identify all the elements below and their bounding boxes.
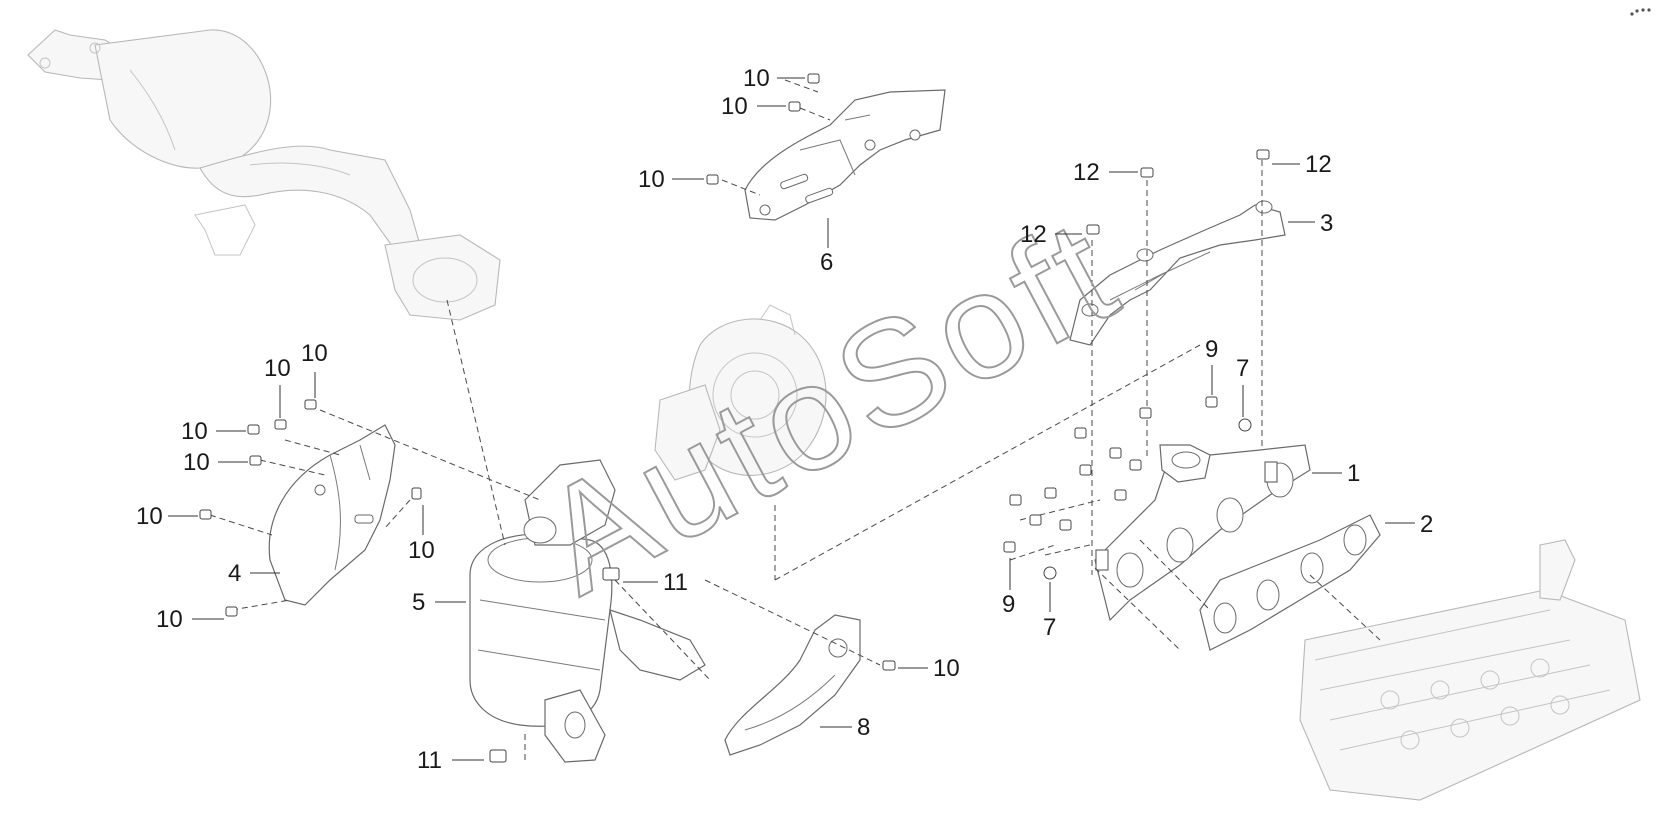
callout-c25: 10 [933,655,960,682]
heat-shield-manifold [1069,200,1286,346]
callout-c26: 8 [857,714,870,741]
callout-c04: 6 [820,249,833,276]
callout-c18: 10 [183,449,210,476]
callout-c16: 10 [264,355,291,382]
callout-c05: 12 [1073,159,1100,186]
catalytic-converter [469,459,706,763]
callout-c12: 2 [1420,511,1433,538]
assembly-guide-lines [209,79,1381,760]
callout-c19: 10 [136,503,163,530]
callout-labels: 10 10 10 6 12 12 12 3 9 7 1 2 9 7 10 10 … [136,65,1433,774]
callout-c07: 12 [1020,221,1047,248]
callout-c14: 7 [1043,614,1056,641]
exhaust-manifold [1094,444,1311,622]
callout-c17: 10 [181,418,208,445]
callout-c09: 9 [1205,336,1218,363]
turbocharger [654,304,827,481]
heat-shield-upper [744,89,946,221]
exhaust-manifold-gasket [1199,514,1381,651]
callout-c23: 5 [412,589,425,616]
callout-c08: 3 [1320,210,1333,237]
heat-shield-left [268,424,396,606]
callout-c21: 4 [228,560,241,587]
fasteners [199,73,1270,763]
corner-mark-icon [1630,8,1651,16]
callout-c02: 10 [721,93,748,120]
callout-c15: 10 [301,340,328,367]
heat-shield-lower [724,614,861,756]
callout-c27: 11 [417,747,442,774]
callout-c24: 11 [663,569,688,596]
callout-c03: 10 [638,166,665,193]
callout-c10: 7 [1236,355,1249,382]
callout-c22: 10 [156,606,183,633]
callout-c11: 1 [1347,460,1360,487]
exhaust-pipe-muffler-assembly [27,29,501,321]
callout-c01: 10 [743,65,770,92]
callout-c13: 9 [1002,591,1015,618]
callout-c06: 12 [1305,151,1332,178]
callout-leaders [168,77,1415,761]
callout-c20: 10 [408,537,435,564]
cylinder-head [1299,539,1641,801]
